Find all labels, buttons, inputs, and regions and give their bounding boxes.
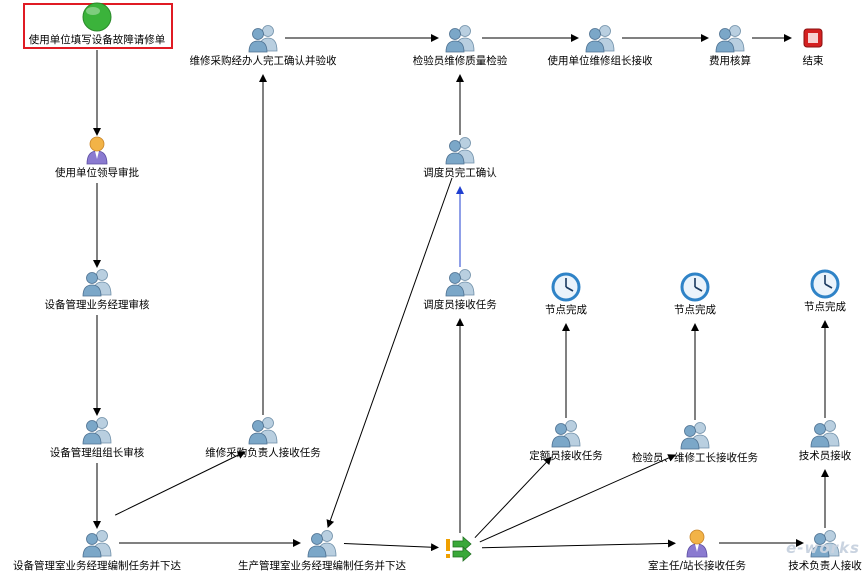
edge-gw-to-quota[interactable] (474, 456, 552, 539)
users-icon (80, 528, 114, 558)
node-label: 节点完成 (545, 304, 587, 316)
node-dispRecv[interactable]: 调度员接收任务 (340, 267, 580, 312)
node-label: 设备管理组组长审核 (49, 447, 145, 459)
node-grp[interactable]: 设备管理组组长审核 (0, 415, 217, 460)
node-end[interactable]: 结束 (693, 23, 868, 68)
stop-icon (796, 23, 830, 53)
node-label: 室主任/站长接收任务 (647, 560, 747, 572)
node-clk3[interactable]: 节点完成 (705, 269, 868, 314)
node-purchRecv[interactable]: 维修采购负责人接收任务 (143, 415, 383, 460)
node-clk2[interactable]: 节点完成 (575, 272, 815, 317)
node-label: 使用单位填写设备故障请修单 (28, 34, 166, 46)
edges-layer (93, 34, 829, 552)
node-label: 技术负责人接收 (788, 560, 862, 572)
person-icon (680, 528, 714, 558)
person-icon (80, 135, 114, 165)
users-icon (246, 23, 280, 53)
node-useGrp[interactable]: 使用单位维修组长接收 (480, 23, 720, 68)
node-leader[interactable]: 使用单位领导审批 (0, 135, 217, 180)
users-icon (443, 267, 477, 297)
users-icon (246, 415, 280, 445)
node-label: 设备管理室业务经理编制任务并下达 (13, 560, 181, 572)
node-dispDone[interactable]: 调度员完工确认 (340, 135, 580, 180)
node-label: 结束 (802, 55, 824, 67)
node-label: 维修采购负责人接收任务 (205, 447, 321, 459)
users-icon (549, 418, 583, 448)
users-icon (713, 23, 747, 53)
node-clk1[interactable]: 节点完成 (446, 272, 686, 317)
users-icon (443, 23, 477, 53)
node-label: 检验员维修质量检验 (412, 55, 508, 67)
edge-dispDone-to-prod[interactable] (326, 177, 453, 528)
gateway-icon (443, 533, 477, 563)
clock-icon (549, 272, 583, 302)
users-icon (80, 415, 114, 445)
edge-prod-to-gw[interactable] (343, 543, 440, 552)
node-start[interactable]: 使用单位填写设备故障请修单 (0, 2, 217, 47)
node-label: 调度员接收任务 (423, 299, 497, 311)
clock-icon (808, 269, 842, 299)
edge-gw-to-insp2[interactable] (479, 454, 677, 543)
node-label: 节点完成 (674, 304, 716, 316)
node-insp2[interactable]: 检验员、维修工长接收任务 (575, 420, 815, 465)
node-label: 使用单位领导审批 (55, 167, 139, 179)
users-icon (80, 267, 114, 297)
node-label: 费用核算 (709, 55, 751, 67)
node-tech[interactable]: 技术员接收 (705, 418, 868, 463)
users-icon (808, 528, 842, 558)
node-label: 生产管理室业务经理编制任务并下达 (238, 560, 406, 572)
node-label: 调度员完工确认 (423, 167, 497, 179)
node-purchDone[interactable]: 维修采购经办人完工确认并验收 (143, 23, 383, 68)
watermark-text: e-works (786, 539, 860, 557)
edge-room-to-purchRecv[interactable] (114, 451, 246, 516)
node-techResp[interactable]: 技术负责人接收 (705, 528, 868, 573)
node-room[interactable]: 设备管理室业务经理编制任务并下达 (0, 528, 217, 573)
node-label: 定额员接收任务 (529, 450, 603, 462)
green-circle-icon (80, 2, 114, 32)
node-label: 节点完成 (804, 301, 846, 313)
node-quota[interactable]: 定额员接收任务 (446, 418, 686, 463)
node-label: 设备管理业务经理审核 (44, 299, 150, 311)
node-fee[interactable]: 费用核算 (610, 23, 850, 68)
users-icon (443, 135, 477, 165)
node-label: 使用单位维修组长接收 (547, 55, 653, 67)
clock-icon (678, 272, 712, 302)
users-icon (678, 420, 712, 450)
node-label: 维修采购经办人完工确认并验收 (189, 55, 337, 67)
node-label: 技术员接收 (798, 450, 852, 462)
node-chief[interactable]: 室主任/站长接收任务 (577, 528, 817, 573)
users-icon (305, 528, 339, 558)
node-mgr[interactable]: 设备管理业务经理审核 (0, 267, 217, 312)
node-label: 检验员、维修工长接收任务 (632, 452, 758, 464)
users-icon (583, 23, 617, 53)
node-gw[interactable] (340, 533, 580, 563)
edge-gw-to-chief[interactable] (481, 539, 677, 549)
node-inspect[interactable]: 检验员维修质量检验 (340, 23, 580, 68)
users-icon (808, 418, 842, 448)
node-prod[interactable]: 生产管理室业务经理编制任务并下达 (202, 528, 442, 573)
